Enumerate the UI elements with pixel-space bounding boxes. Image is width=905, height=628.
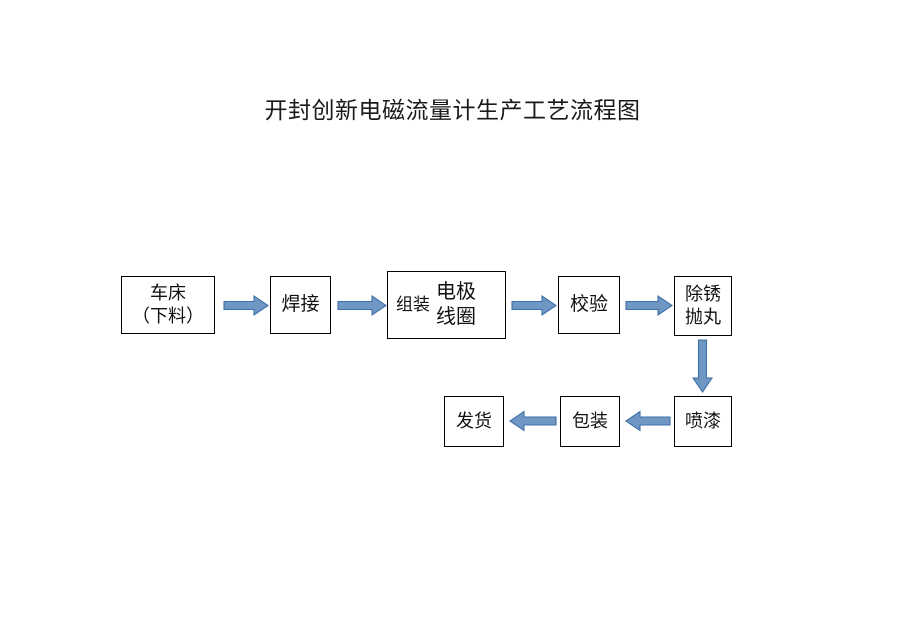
- flow-node-weld-line-1: 焊接: [281, 294, 320, 315]
- flow-node-paint-line-1: 喷漆: [685, 411, 721, 431]
- arrow-lathe-to-weld: [223, 294, 269, 317]
- flow-node-assemble-detail: 电极 线圈: [436, 280, 476, 330]
- flow-node-package-line-1: 包装: [572, 411, 608, 431]
- flow-node-lathe[interactable]: 车床 （下料）: [121, 276, 215, 334]
- page-title: 开封创新电磁流量计生产工艺流程图: [264, 98, 641, 123]
- flow-node-calibrate-line-1: 校验: [569, 294, 608, 315]
- arrow-calibrate-to-derust: [625, 294, 673, 317]
- flow-node-lathe-line-2: （下料）: [132, 306, 204, 326]
- arrow-derust-to-paint: [691, 339, 714, 393]
- flow-node-paint[interactable]: 喷漆: [674, 396, 732, 447]
- flow-node-ship[interactable]: 发货: [444, 396, 504, 447]
- arrow-paint-to-package: [625, 410, 671, 432]
- flow-node-weld[interactable]: 焊接: [270, 276, 331, 334]
- flow-node-assemble[interactable]: 组装 电极 线圈: [387, 271, 506, 339]
- flow-node-ship-line-1: 发货: [456, 411, 492, 431]
- flow-node-assemble-detail-line-2: 线圈: [436, 306, 476, 328]
- flow-node-lathe-line-1: 车床: [150, 283, 186, 303]
- flow-node-package[interactable]: 包装: [560, 396, 620, 447]
- flow-node-calibrate[interactable]: 校验: [558, 276, 620, 334]
- arrow-assemble-to-calibrate: [511, 294, 557, 317]
- flow-node-assemble-label: 组装: [396, 295, 430, 314]
- flow-node-derust-line-2: 抛丸: [685, 307, 721, 327]
- arrow-package-to-ship: [509, 410, 557, 432]
- flow-node-derust-line-1: 除锈: [685, 284, 721, 304]
- flow-node-assemble-detail-line-1: 电极: [436, 281, 476, 303]
- flow-node-derust[interactable]: 除锈 抛丸: [674, 276, 732, 336]
- arrow-weld-to-assemble: [337, 294, 387, 317]
